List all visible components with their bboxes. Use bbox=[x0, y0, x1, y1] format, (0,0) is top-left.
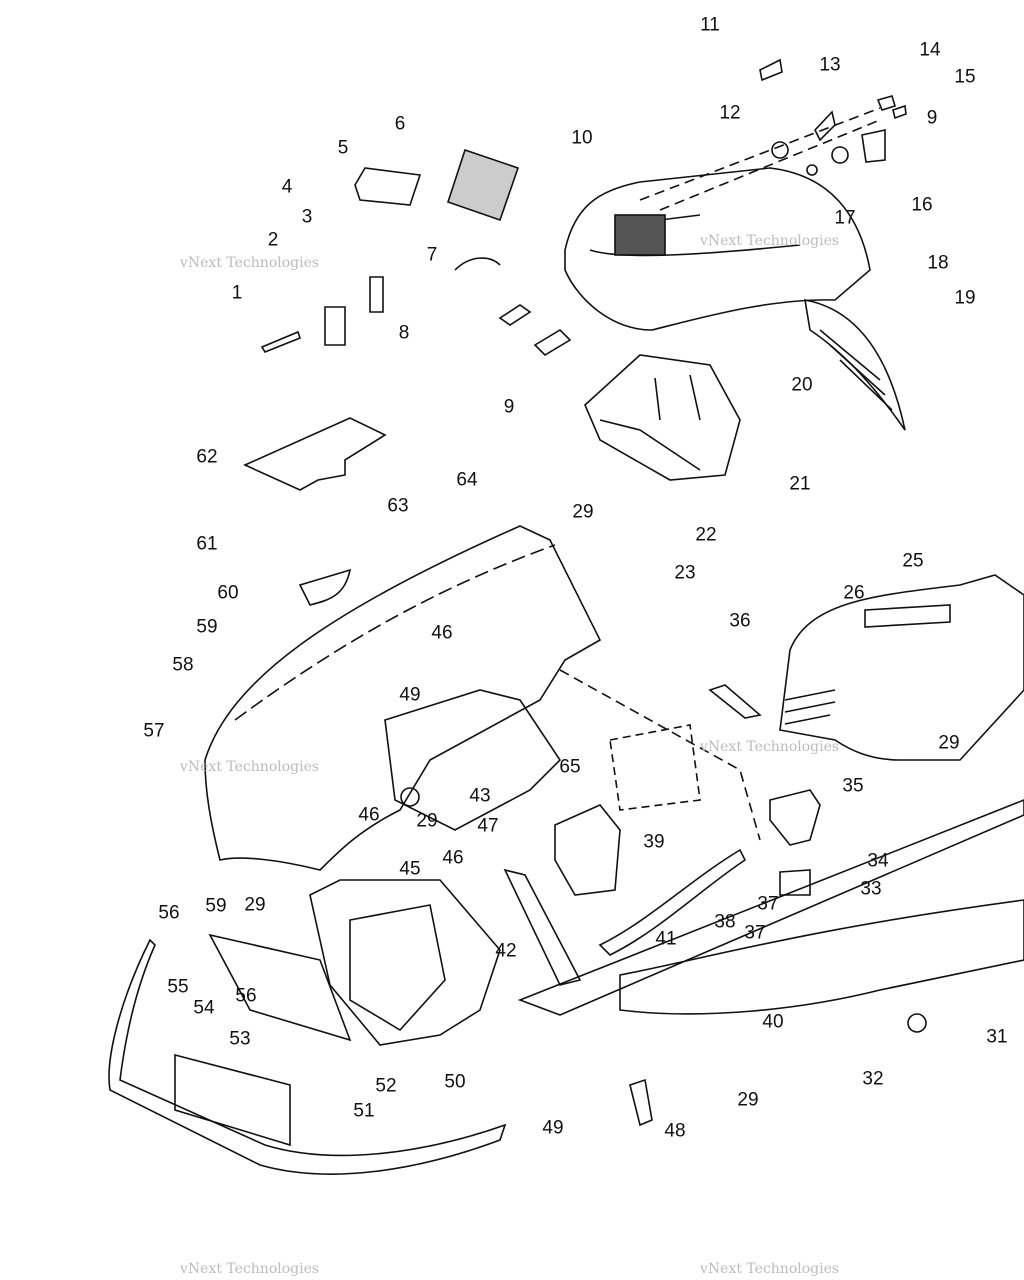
callout-label: 31 bbox=[986, 1026, 1008, 1048]
callout-label: 64 bbox=[456, 469, 478, 491]
callout-label: 58 bbox=[172, 654, 194, 676]
callout-label: 46 bbox=[431, 622, 453, 644]
callout-label: 9 bbox=[503, 396, 515, 418]
callout-label: 36 bbox=[729, 610, 751, 632]
callout-label: 56 bbox=[235, 985, 257, 1007]
callout-label: 11 bbox=[700, 14, 720, 36]
watermark: vNext Technologies bbox=[700, 1261, 840, 1277]
callout-label: 46 bbox=[442, 847, 464, 869]
headlight-housing bbox=[354, 167, 422, 206]
callout-label: 63 bbox=[387, 495, 409, 517]
callout-label: 33 bbox=[860, 878, 882, 900]
callout-label: 59 bbox=[196, 616, 218, 638]
watermark: vNext Technologies bbox=[180, 255, 320, 271]
callout-label: 65 bbox=[559, 756, 581, 778]
callout-label: 1 bbox=[231, 282, 243, 304]
hood bbox=[564, 167, 871, 331]
callout-label: 10 bbox=[571, 127, 593, 149]
dashboard-panel bbox=[584, 354, 741, 481]
callout-label: 37 bbox=[744, 922, 766, 944]
callout-label: 29 bbox=[938, 732, 960, 754]
callout-label: 5 bbox=[337, 137, 349, 159]
callout-label: 29 bbox=[416, 810, 438, 832]
callout-label: 18 bbox=[927, 252, 949, 274]
callout-label: 41 bbox=[655, 928, 677, 950]
callout-label: 34 bbox=[867, 850, 889, 872]
callout-label: 55 bbox=[167, 976, 189, 998]
callout-label: 56 bbox=[158, 902, 180, 924]
watermark: vNext Technologies bbox=[700, 739, 840, 755]
callout-label: 61 bbox=[196, 533, 218, 555]
console bbox=[779, 574, 1024, 761]
callout-label: 54 bbox=[193, 997, 215, 1019]
callout-label: 51 bbox=[353, 1100, 375, 1122]
hood-side-panel bbox=[804, 299, 906, 431]
callout-label: 23 bbox=[674, 562, 696, 584]
callout-label: 29 bbox=[244, 894, 266, 916]
callout-label: 26 bbox=[843, 582, 865, 604]
callout-label: 57 bbox=[143, 720, 165, 742]
air-box bbox=[384, 689, 562, 831]
callout-label: 60 bbox=[217, 582, 239, 604]
callout-label: 49 bbox=[542, 1117, 564, 1139]
callout-label: 16 bbox=[911, 194, 933, 216]
lower-pan bbox=[309, 879, 501, 1046]
callout-label: 42 bbox=[495, 940, 517, 962]
callout-label: 20 bbox=[791, 374, 813, 396]
callout-label: 37 bbox=[757, 893, 779, 915]
callout-label: 15 bbox=[954, 66, 976, 88]
callout-label: 25 bbox=[902, 550, 924, 572]
watermark: vNext Technologies bbox=[180, 759, 320, 775]
callout-label: 29 bbox=[572, 501, 594, 523]
callout-label: 59 bbox=[205, 895, 227, 917]
callout-label: 2 bbox=[267, 229, 279, 251]
mount-plate bbox=[554, 804, 621, 896]
callout-label: 3 bbox=[301, 206, 313, 228]
callout-label: 49 bbox=[399, 684, 421, 706]
callout-label: 46 bbox=[358, 804, 380, 826]
callout-label: 17 bbox=[834, 207, 856, 229]
bracket bbox=[369, 276, 384, 313]
callout-label: 52 bbox=[375, 1075, 397, 1097]
headlight-lens bbox=[446, 148, 520, 222]
callout-label: 47 bbox=[477, 815, 499, 837]
watermark: vNext Technologies bbox=[180, 1261, 320, 1277]
callout-label: 35 bbox=[842, 775, 864, 797]
callout-label: 45 bbox=[399, 858, 421, 880]
watermark: vNext Technologies bbox=[700, 233, 840, 249]
callout-label: 53 bbox=[229, 1028, 251, 1050]
callout-label: 6 bbox=[394, 113, 406, 135]
spacer bbox=[324, 306, 346, 346]
callout-label: 9 bbox=[926, 107, 938, 129]
callout-label: 43 bbox=[469, 785, 491, 807]
bolt bbox=[260, 330, 301, 353]
callout-label: 7 bbox=[426, 244, 438, 266]
callout-label: 32 bbox=[862, 1068, 884, 1090]
callout-label: 38 bbox=[714, 911, 736, 933]
callout-label: 14 bbox=[919, 39, 941, 61]
callout-label: 40 bbox=[762, 1011, 784, 1033]
callout-label: 8 bbox=[398, 322, 410, 344]
callout-label: 22 bbox=[695, 524, 717, 546]
callout-label: 19 bbox=[954, 287, 976, 309]
callout-label: 50 bbox=[444, 1071, 466, 1093]
gasket bbox=[243, 417, 387, 491]
callout-label: 29 bbox=[737, 1089, 759, 1111]
callout-label: 4 bbox=[281, 176, 293, 198]
callout-label: 13 bbox=[819, 54, 841, 76]
callout-label: 21 bbox=[789, 473, 811, 495]
callout-label: 48 bbox=[664, 1120, 686, 1142]
callout-label: 39 bbox=[643, 831, 665, 853]
callout-label: 62 bbox=[196, 446, 218, 468]
front-bumper bbox=[108, 938, 507, 1175]
nose-pan bbox=[204, 525, 602, 871]
callout-label: 12 bbox=[719, 102, 741, 124]
frame-rail bbox=[517, 799, 1024, 1016]
